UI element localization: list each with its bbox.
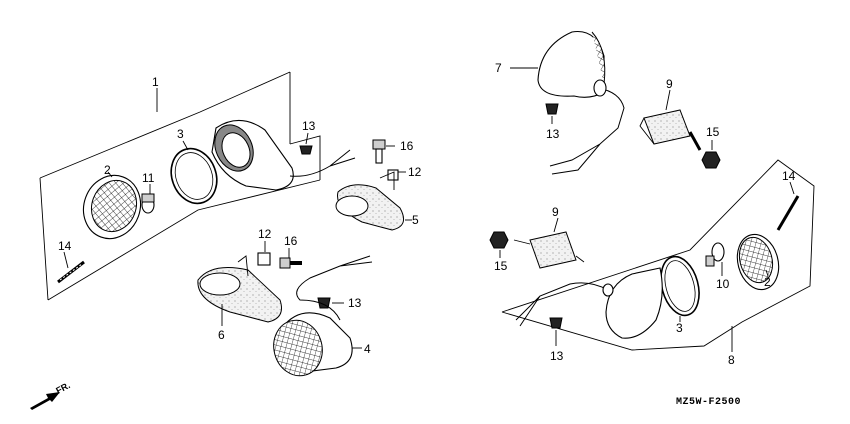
leader-9a <box>665 89 671 111</box>
callout-1: 1 <box>152 75 159 89</box>
callout-7: 7 <box>495 61 502 75</box>
callout-12: 12 <box>408 165 422 179</box>
leader-14b <box>789 181 795 195</box>
turn-signal-4 <box>273 255 373 377</box>
assembly-outline-1 <box>39 71 321 301</box>
leader-2b <box>765 269 769 277</box>
assembly-outline-8 <box>501 159 815 351</box>
gasket-ring-3a <box>170 147 218 205</box>
callout-6: 6 <box>218 328 225 342</box>
lens-cover-2b <box>736 233 780 291</box>
callout-13: 13 <box>302 119 316 133</box>
callout-10: 10 <box>716 277 730 291</box>
relay-9b <box>513 231 585 269</box>
callout-16: 16 <box>400 139 414 153</box>
front-direction-arrow <box>30 392 60 410</box>
callout-9-lower: 9 <box>552 205 559 219</box>
callout-12-lower: 12 <box>258 227 272 241</box>
callout-2-right: 2 <box>764 275 771 289</box>
mount-bracket-5 <box>335 171 405 231</box>
callout-13-lower-right: 13 <box>550 349 564 363</box>
bolt-16b <box>279 257 302 269</box>
clip-13c <box>545 103 559 115</box>
mount-bracket-6 <box>197 255 282 323</box>
screw-14a <box>57 260 85 284</box>
callout-5: 5 <box>412 213 419 227</box>
direction-label: FR. <box>54 380 71 396</box>
nut-15b <box>489 231 509 249</box>
lens-cover-2 <box>82 174 142 240</box>
callout-labels: 1 2 3 11 14 13 16 12 5 12 16 6 13 4 7 9 … <box>58 61 796 367</box>
leader-13a <box>305 132 309 145</box>
clip-13d <box>549 317 563 329</box>
callout-15: 15 <box>706 125 720 139</box>
callout-3: 3 <box>177 127 184 141</box>
bolt-16a <box>372 139 386 164</box>
callout-9: 9 <box>666 77 673 91</box>
turn-signal-7 <box>537 30 625 175</box>
leader-9b <box>553 217 559 233</box>
turn-signal-housing-front <box>211 119 356 191</box>
callout-14: 14 <box>58 239 72 253</box>
callout-4: 4 <box>364 342 371 356</box>
nut-15a <box>701 151 721 169</box>
callout-16-lower: 16 <box>284 234 298 248</box>
callout-11: 11 <box>142 171 155 185</box>
relay-9a <box>639 109 702 151</box>
screw-14b <box>776 195 800 231</box>
callout-15-lower: 15 <box>494 259 508 273</box>
rear-right-assembly <box>489 30 815 352</box>
leader-14a <box>63 251 69 269</box>
callout-13-lower: 13 <box>348 296 362 310</box>
callout-14-right: 14 <box>782 169 796 183</box>
front-left-assembly <box>30 71 412 410</box>
leader-2a <box>107 171 113 178</box>
bulb-10 <box>705 242 725 267</box>
bulb-11 <box>141 193 155 214</box>
callout-13-right: 13 <box>546 127 560 141</box>
callout-8: 8 <box>728 353 735 367</box>
callout-3-right: 3 <box>676 321 683 335</box>
callout-2: 2 <box>104 163 111 177</box>
diagram-code: MZ5W-F2500 <box>676 397 741 408</box>
leader-3a <box>182 140 189 151</box>
collar-12b <box>257 252 271 266</box>
bolt-12a <box>387 169 399 181</box>
turn-signal-housing-rear <box>515 267 663 339</box>
clip-13a <box>299 145 313 155</box>
